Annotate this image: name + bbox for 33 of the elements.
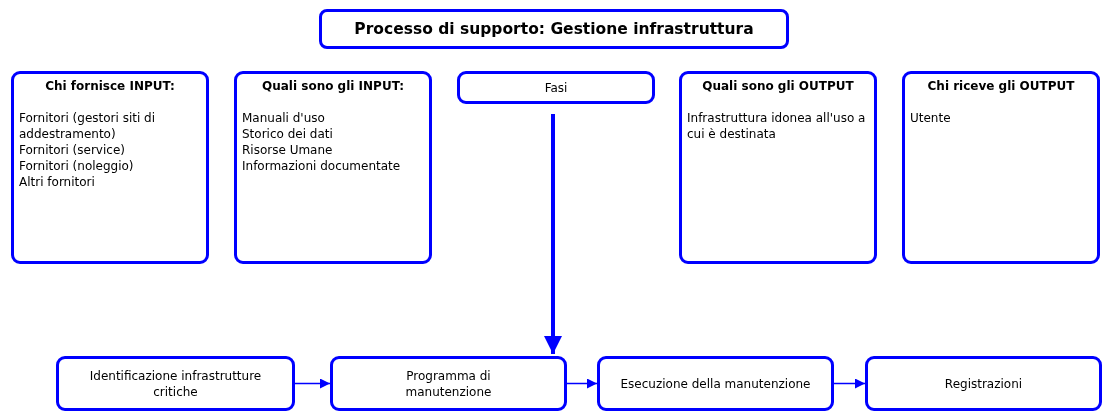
info-panel — [234, 71, 432, 264]
list-item: Informazioni documentate — [242, 158, 402, 174]
panel-heading: Quali sono gli INPUT: — [261, 79, 405, 93]
info-panel — [679, 71, 877, 264]
arrow — [833, 378, 866, 389]
phase-header-box — [457, 71, 655, 104]
arrow — [294, 378, 331, 389]
list-item: Fornitori (noleggio) — [19, 158, 135, 174]
process-box — [597, 356, 834, 411]
arrow — [566, 378, 598, 389]
title-box: Processo di supporto: Gestione infrastruttura — [319, 9, 789, 49]
list-item: Storico dei dati — [242, 126, 334, 142]
box-label: Programma di manutenzione — [404, 367, 493, 400]
panel-heading: Quali sono gli OUTPUT — [701, 79, 855, 93]
box-label: Identificazione infrastrutture critiche — [88, 367, 263, 400]
panel-heading: Chi fornisce INPUT: — [44, 79, 176, 93]
list-item: Manuali d'uso — [242, 110, 326, 126]
box-label: Registrazioni — [944, 375, 1023, 392]
box-label: Fasi — [544, 79, 568, 96]
list-item: Fornitori (gestori siti di addestramento) — [19, 110, 157, 142]
box-label: Esecuzione della manutenzione — [620, 375, 811, 392]
list-item: Infrastruttura idonea all'uso a cui è destinata — [687, 110, 867, 142]
list-item: Altri fornitori — [19, 174, 96, 190]
process-box — [56, 356, 295, 411]
list-item: Utente — [910, 110, 952, 126]
info-panel — [902, 71, 1100, 264]
info-panel — [11, 71, 209, 264]
list-item: Risorse Umane — [242, 142, 334, 158]
list-item: Fornitori (service) — [19, 142, 126, 158]
panel-heading: Chi riceve gli OUTPUT — [926, 79, 1076, 93]
arrow — [544, 114, 562, 354]
process-box — [865, 356, 1102, 411]
process-box — [330, 356, 567, 411]
